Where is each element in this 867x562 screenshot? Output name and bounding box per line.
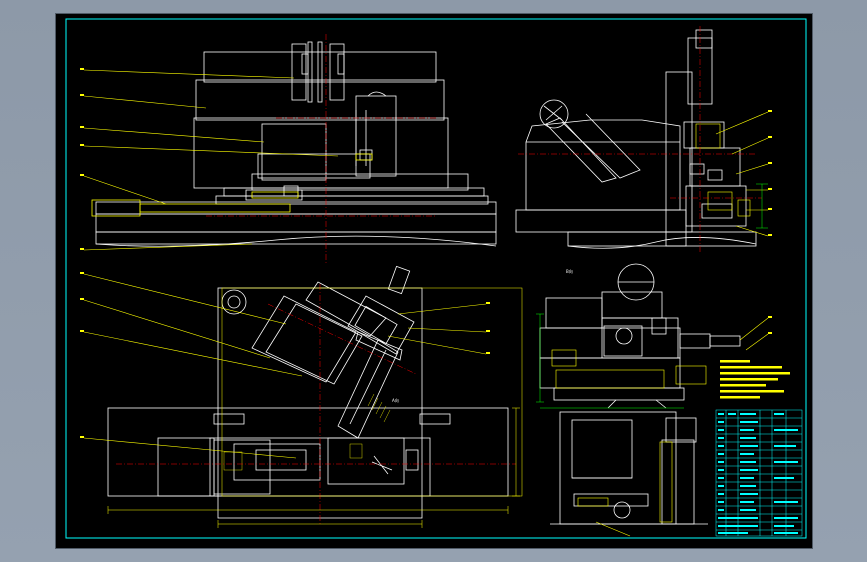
top-view <box>107 265 509 519</box>
top-view-dimensions <box>107 287 523 528</box>
side-view-detail-accents <box>695 123 751 217</box>
title-block <box>715 409 803 537</box>
side-view-label: B向 <box>566 268 573 274</box>
side-view-centerlines <box>518 26 762 254</box>
bottom-right-view <box>550 411 708 525</box>
front-view-leaders <box>83 69 339 251</box>
section-view-dimensions <box>536 313 684 409</box>
leader-tags <box>80 68 772 438</box>
top-view-leaders <box>83 273 487 459</box>
section-view-accents <box>551 349 707 389</box>
bottom-right-accents <box>577 441 673 523</box>
bottom-right-leaders <box>595 521 631 537</box>
front-view <box>95 41 497 247</box>
side-view-leaders <box>715 111 769 237</box>
side-view-dimensions <box>756 183 768 229</box>
front-view-centerlines <box>206 34 436 264</box>
top-view-label: A向 <box>392 397 399 403</box>
fixture-assembly-drawing: B向 <box>65 18 807 539</box>
drawing-sheet[interactable]: B向 <box>56 14 812 548</box>
side-view <box>515 29 757 249</box>
front-view-bolt-assembly <box>91 153 373 217</box>
top-view-centerlines <box>116 284 516 524</box>
technical-notes <box>720 360 790 399</box>
sheet-border <box>65 18 807 539</box>
section-view-leaders <box>739 317 769 351</box>
section-view <box>539 263 741 409</box>
top-view-hatching <box>223 393 391 471</box>
title-block-entries <box>718 413 798 534</box>
